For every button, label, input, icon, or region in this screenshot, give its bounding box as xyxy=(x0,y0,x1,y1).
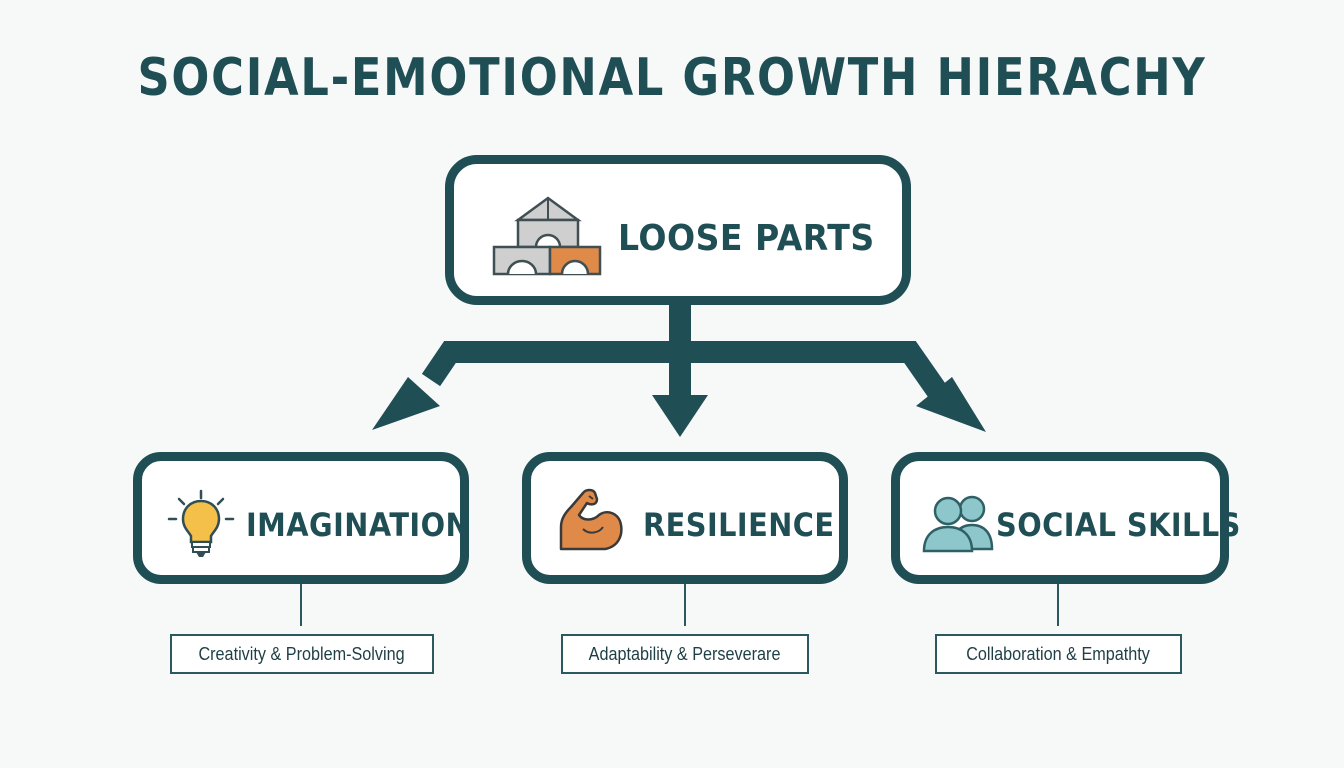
detail-imagination: Creativity & Problem-Solving xyxy=(170,634,434,674)
arrow-center-head xyxy=(652,395,708,437)
node-imagination-label: IMAGINATION xyxy=(246,506,471,544)
node-imagination: IMAGINATION xyxy=(133,452,471,584)
flexed-arm-icon xyxy=(559,488,623,551)
arrow-right-head xyxy=(916,377,986,432)
arrow-left-head xyxy=(372,377,440,430)
two-people-icon xyxy=(922,495,994,553)
detail-imagination-text: Creativity & Problem-Solving xyxy=(198,643,406,664)
detail-resilience: Adaptability & Perseverare xyxy=(561,634,809,674)
detail-social-skills-text: Collaboration & Empathty xyxy=(966,643,1151,664)
connector-resilience xyxy=(684,584,686,626)
connector-imagination xyxy=(300,584,302,626)
root-node-label: LOOSE PARTS xyxy=(618,218,875,259)
detail-resilience-text: Adaptability & Perseverare xyxy=(589,643,781,664)
node-social-skills: SOCIAL SKILLS xyxy=(891,452,1240,584)
diagram-title: SOCIAL-EMOTIONAL GROWTH HIERACHY xyxy=(137,48,1207,108)
lightbulb-icon xyxy=(167,489,235,557)
node-resilience: RESILIENCE xyxy=(522,452,848,584)
node-social-skills-label: SOCIAL SKILLS xyxy=(996,506,1241,544)
building-blocks-icon xyxy=(492,196,602,276)
detail-social-skills: Collaboration & Empathty xyxy=(935,634,1182,674)
root-node-loose-parts: LOOSE PARTS xyxy=(445,155,911,305)
node-resilience-label: RESILIENCE xyxy=(643,506,835,544)
connector-social-skills xyxy=(1057,584,1059,626)
